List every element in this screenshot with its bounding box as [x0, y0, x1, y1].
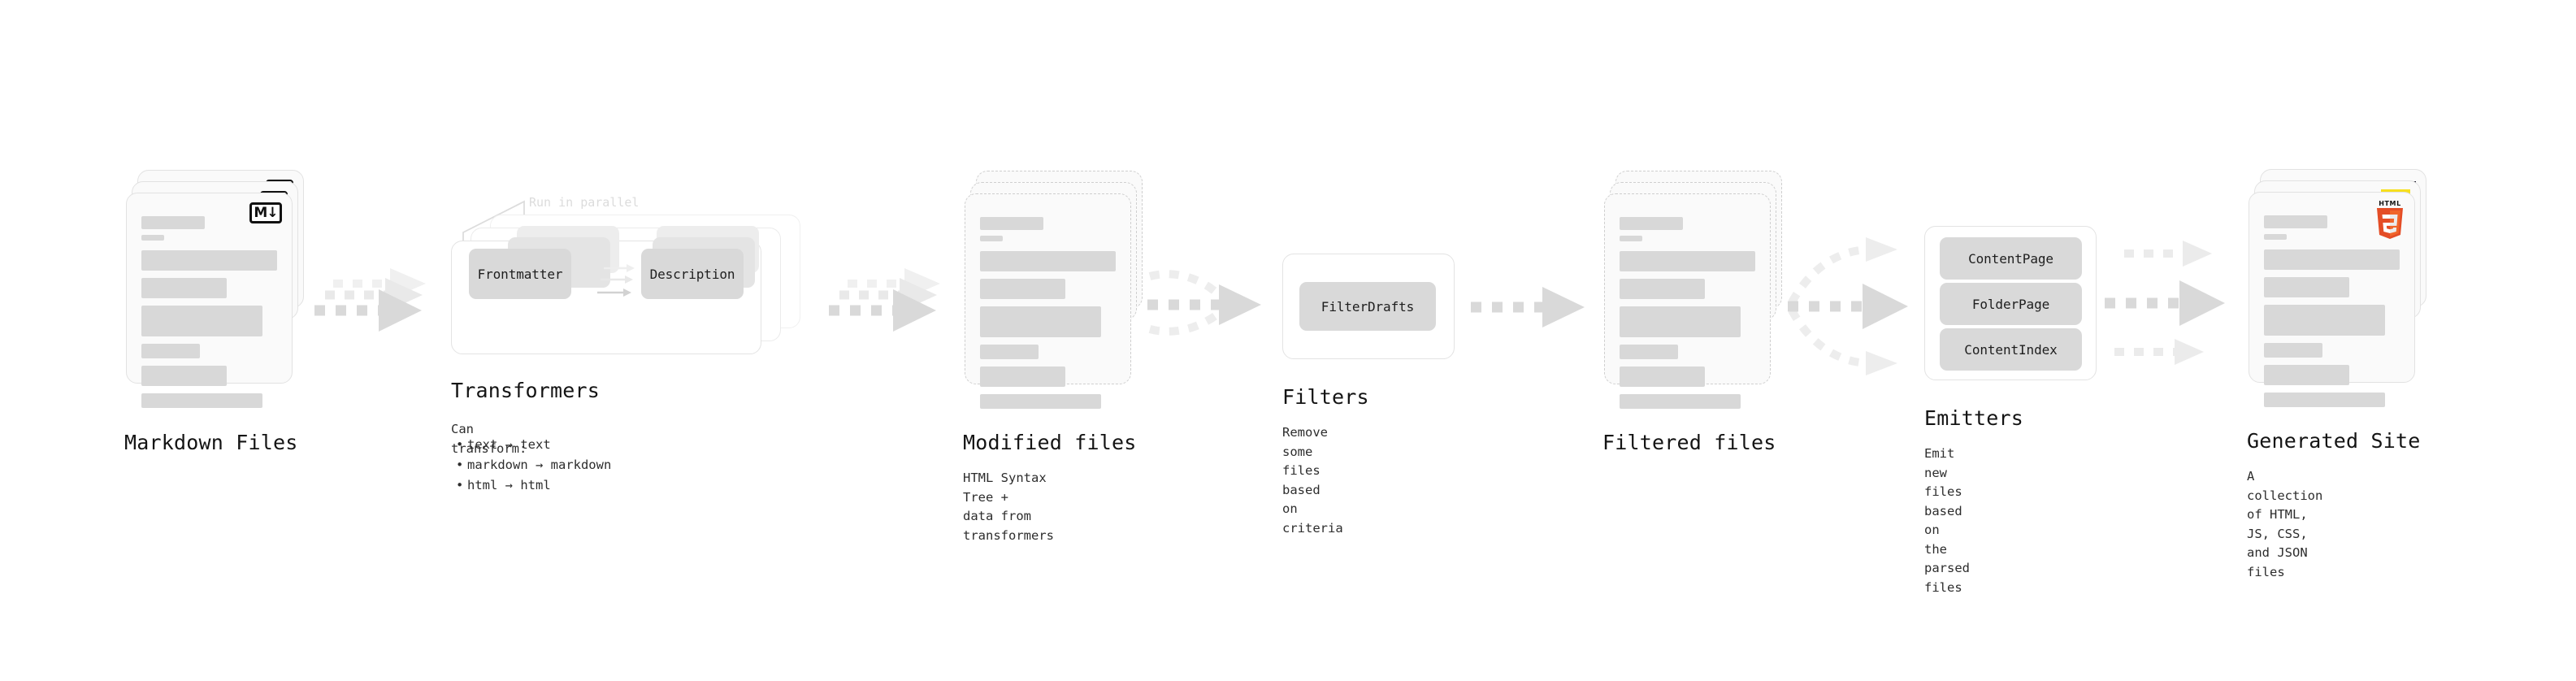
skeleton-bar — [1620, 306, 1741, 337]
transformers-bullet-item: markdown → markdown — [454, 455, 611, 475]
skeleton-bar — [1620, 217, 1684, 230]
skeleton-bar — [1620, 367, 1706, 387]
skeleton-bar — [2264, 277, 2350, 297]
skeleton-bar — [141, 344, 200, 358]
skeleton-bar — [2264, 365, 2350, 385]
markdown-down-icon: M↓ — [249, 202, 282, 223]
chip-contentindex[interactable]: ContentIndex — [1940, 328, 2082, 371]
skeleton-bar — [141, 306, 262, 336]
transformers-bullet-item: html → html — [454, 475, 611, 496]
skeleton-bar — [980, 251, 1116, 271]
stage-title-markdown-files: Markdown Files — [124, 431, 298, 454]
skeleton-bar — [2264, 215, 2328, 228]
emitters-desc: Emit new files based on the parsed files — [1924, 446, 1970, 595]
connector-markdown-to-transformers — [314, 268, 426, 332]
skeleton-bar — [1620, 394, 1741, 409]
chip-description[interactable]: Description — [641, 249, 744, 299]
skeleton-bar — [141, 278, 228, 298]
skeleton-bar — [1620, 279, 1706, 299]
skeleton-bar — [1620, 345, 1678, 359]
skeleton-bar — [2264, 249, 2400, 270]
stage-title-emitters: Emitters — [1924, 406, 2024, 430]
generated-site-desc: A collection of HTML, JS, CSS, and JSON … — [2247, 469, 2323, 579]
connector-modified-files-to-filters — [1147, 270, 1261, 336]
document-skeleton — [1620, 217, 1755, 414]
skeleton-bar — [980, 367, 1066, 387]
transformers-bullet-item: text → text — [454, 435, 611, 455]
skeleton-bar — [980, 279, 1066, 299]
document-front: HTML — [2249, 192, 2415, 407]
chip-frontmatter[interactable]: Frontmatter — [469, 249, 571, 299]
html5-icon-word: HTML — [2379, 200, 2401, 207]
skeleton-bar — [141, 366, 228, 386]
document-skeleton — [141, 216, 277, 414]
skeleton-bar — [2264, 393, 2385, 407]
filters-desc: Remove some files based on criteria — [1282, 425, 1343, 536]
document-front — [965, 193, 1131, 409]
skeleton-bar — [980, 394, 1101, 409]
document-skeleton — [2264, 215, 2400, 413]
document-skeleton — [980, 217, 1116, 414]
skeleton-bar — [141, 393, 262, 408]
chip-contentpage[interactable]: ContentPage — [1940, 237, 2082, 280]
skeleton-bar — [980, 306, 1101, 337]
connector-transformers-to-modified-files — [829, 268, 940, 332]
skeleton-bar — [980, 345, 1039, 359]
chip-filterdrafts[interactable]: FilterDrafts — [1299, 282, 1436, 331]
skeleton-bar — [980, 236, 1004, 241]
chip-folderpage[interactable]: FolderPage — [1940, 283, 2082, 325]
skeleton-bar — [1620, 236, 1643, 241]
stage-title-generated-site: Generated Site — [2247, 429, 2421, 453]
html5-icon: HTML — [2374, 200, 2406, 239]
document-front — [1604, 193, 1771, 409]
stage-title-filtered-files: Filtered files — [1602, 431, 1776, 454]
document-front: M↓ — [126, 193, 293, 408]
skeleton-bar — [141, 216, 206, 229]
transformers-bullet-list: text → text markdown → markdown html → h… — [454, 435, 611, 496]
skeleton-bar — [2264, 305, 2385, 336]
skeleton-bar — [2264, 343, 2322, 358]
connector-filtered-files-to-emitters — [1788, 237, 1908, 375]
skeleton-bar — [980, 217, 1044, 230]
modified-files-desc: HTML Syntax Tree + data from transformer… — [963, 471, 1054, 543]
connector-filters-to-filtered-files — [1471, 287, 1585, 327]
skeleton-bar — [141, 235, 165, 241]
skeleton-bar — [141, 250, 277, 271]
skeleton-bar — [2264, 234, 2288, 240]
stage-title-transformers: Transformers — [451, 379, 601, 402]
connector-emitters-to-generated-site — [2105, 241, 2225, 365]
skeleton-bar — [1620, 251, 1755, 271]
stage-title-modified-files: Modified files — [963, 431, 1137, 454]
stage-title-filters: Filters — [1282, 385, 1369, 409]
run-in-parallel-label: Run in parallel — [529, 195, 640, 210]
